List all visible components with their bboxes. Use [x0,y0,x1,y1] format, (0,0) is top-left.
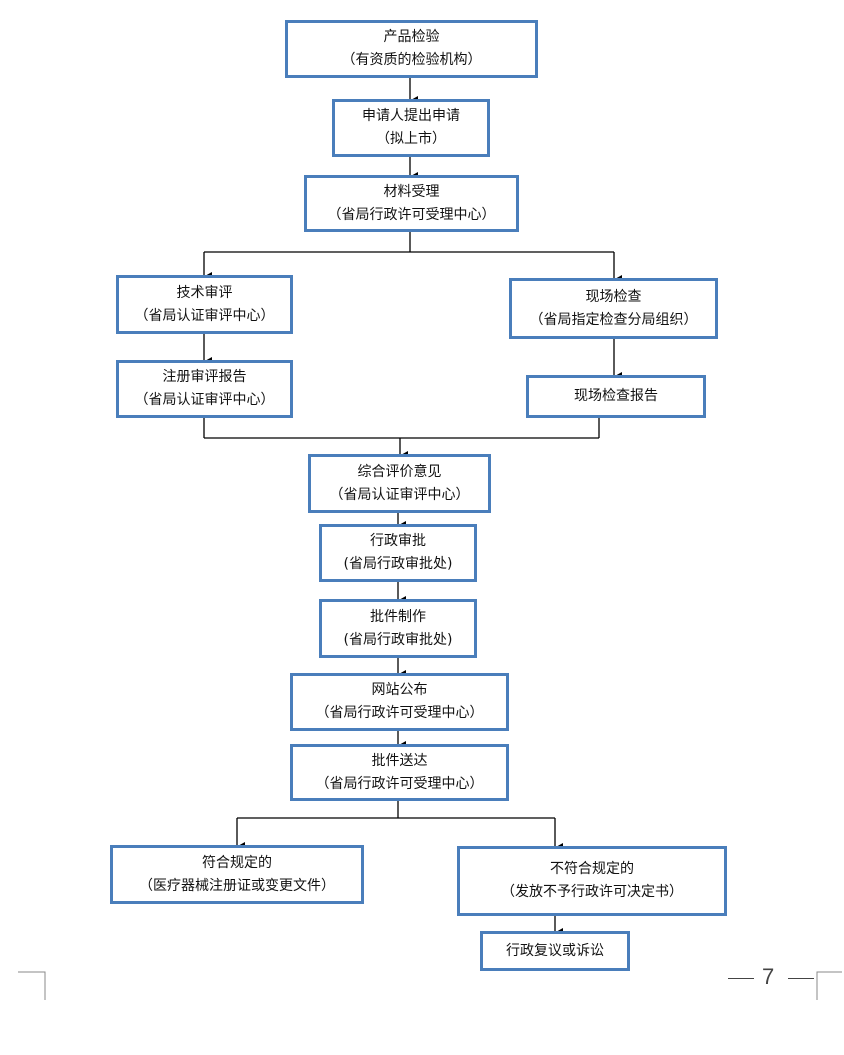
node-title: 网站公布 [371,682,428,698]
node-subtitle: （省局行政许可受理中心） [327,206,496,223]
node-title: 符合规定的 [202,854,272,871]
node-subtitle: （省局行政许可受理中心） [315,705,484,721]
node-compliant: 符合规定的 （医疗器械注册证或变更文件） [110,845,364,904]
node-product-inspection: 产品检验 （有资质的检验机构） [285,20,538,78]
node-document-delivery: 批件送达 （省局行政许可受理中心） [290,744,509,801]
node-review-report: 注册审评报告 （省局认证审评中心） [116,360,293,418]
page-number-dash-right [788,978,814,979]
node-website-publication: 网站公布 （省局行政许可受理中心） [290,673,509,731]
page-number-value: 7 [762,964,775,989]
node-title: 批件送达 [371,752,428,769]
node-subtitle: (省局行政审批处) [343,631,453,648]
node-document-production: 批件制作 (省局行政审批处) [319,599,477,658]
node-subtitle: （发放不予行政许可决定书） [501,884,683,900]
node-site-report: 现场检查报告 [526,375,706,418]
node-subtitle: (省局行政审批处) [343,556,453,572]
node-administrative-approval: 行政审批 (省局行政审批处) [319,524,477,582]
node-comprehensive-opinion: 综合评价意见 （省局认证审评中心） [308,454,491,513]
page-number: 7 [716,964,816,994]
node-appeal-litigation: 行政复议或诉讼 [480,931,630,971]
node-title: 现场检查 [585,288,642,305]
page-number-dash-left [728,978,754,979]
node-material-acceptance: 材料受理 （省局行政许可受理中心） [304,175,519,232]
node-title: 不符合规定的 [550,861,634,877]
node-title: 行政审批 [370,533,426,549]
node-submit-application: 申请人提出申请 （拟上市） [332,99,490,157]
node-subtitle: （拟上市） [376,131,446,147]
node-subtitle: （省局指定检查分局组织） [529,311,698,328]
node-title: 注册审评报告 [162,369,247,385]
node-title: 批件制作 [370,608,426,625]
node-subtitle: （医疗器械注册证或变更文件） [139,877,335,894]
node-title: 综合评价意见 [357,463,442,480]
node-non-compliant: 不符合规定的 （发放不予行政许可决定书） [457,846,727,916]
node-title: 申请人提出申请 [362,108,460,124]
node-title: 产品检验 [383,29,440,45]
node-subtitle: （省局行政许可受理中心） [315,775,484,792]
node-subtitle: （有资质的检验机构） [341,52,482,68]
node-subtitle: （省局认证审评中心） [134,307,275,324]
node-title: 技术审评 [176,284,233,301]
corner-mark-right [816,971,842,1000]
node-subtitle: （省局认证审评中心） [134,392,275,408]
node-subtitle: （省局认证审评中心） [329,486,470,503]
node-site-inspection: 现场检查 （省局指定检查分局组织） [509,278,718,339]
node-title: 行政复议或诉讼 [506,942,604,959]
node-title: 现场检查报告 [574,388,658,404]
corner-mark-left [18,971,46,1000]
node-title: 材料受理 [383,183,440,200]
node-technical-review: 技术审评 （省局认证审评中心） [116,275,293,334]
